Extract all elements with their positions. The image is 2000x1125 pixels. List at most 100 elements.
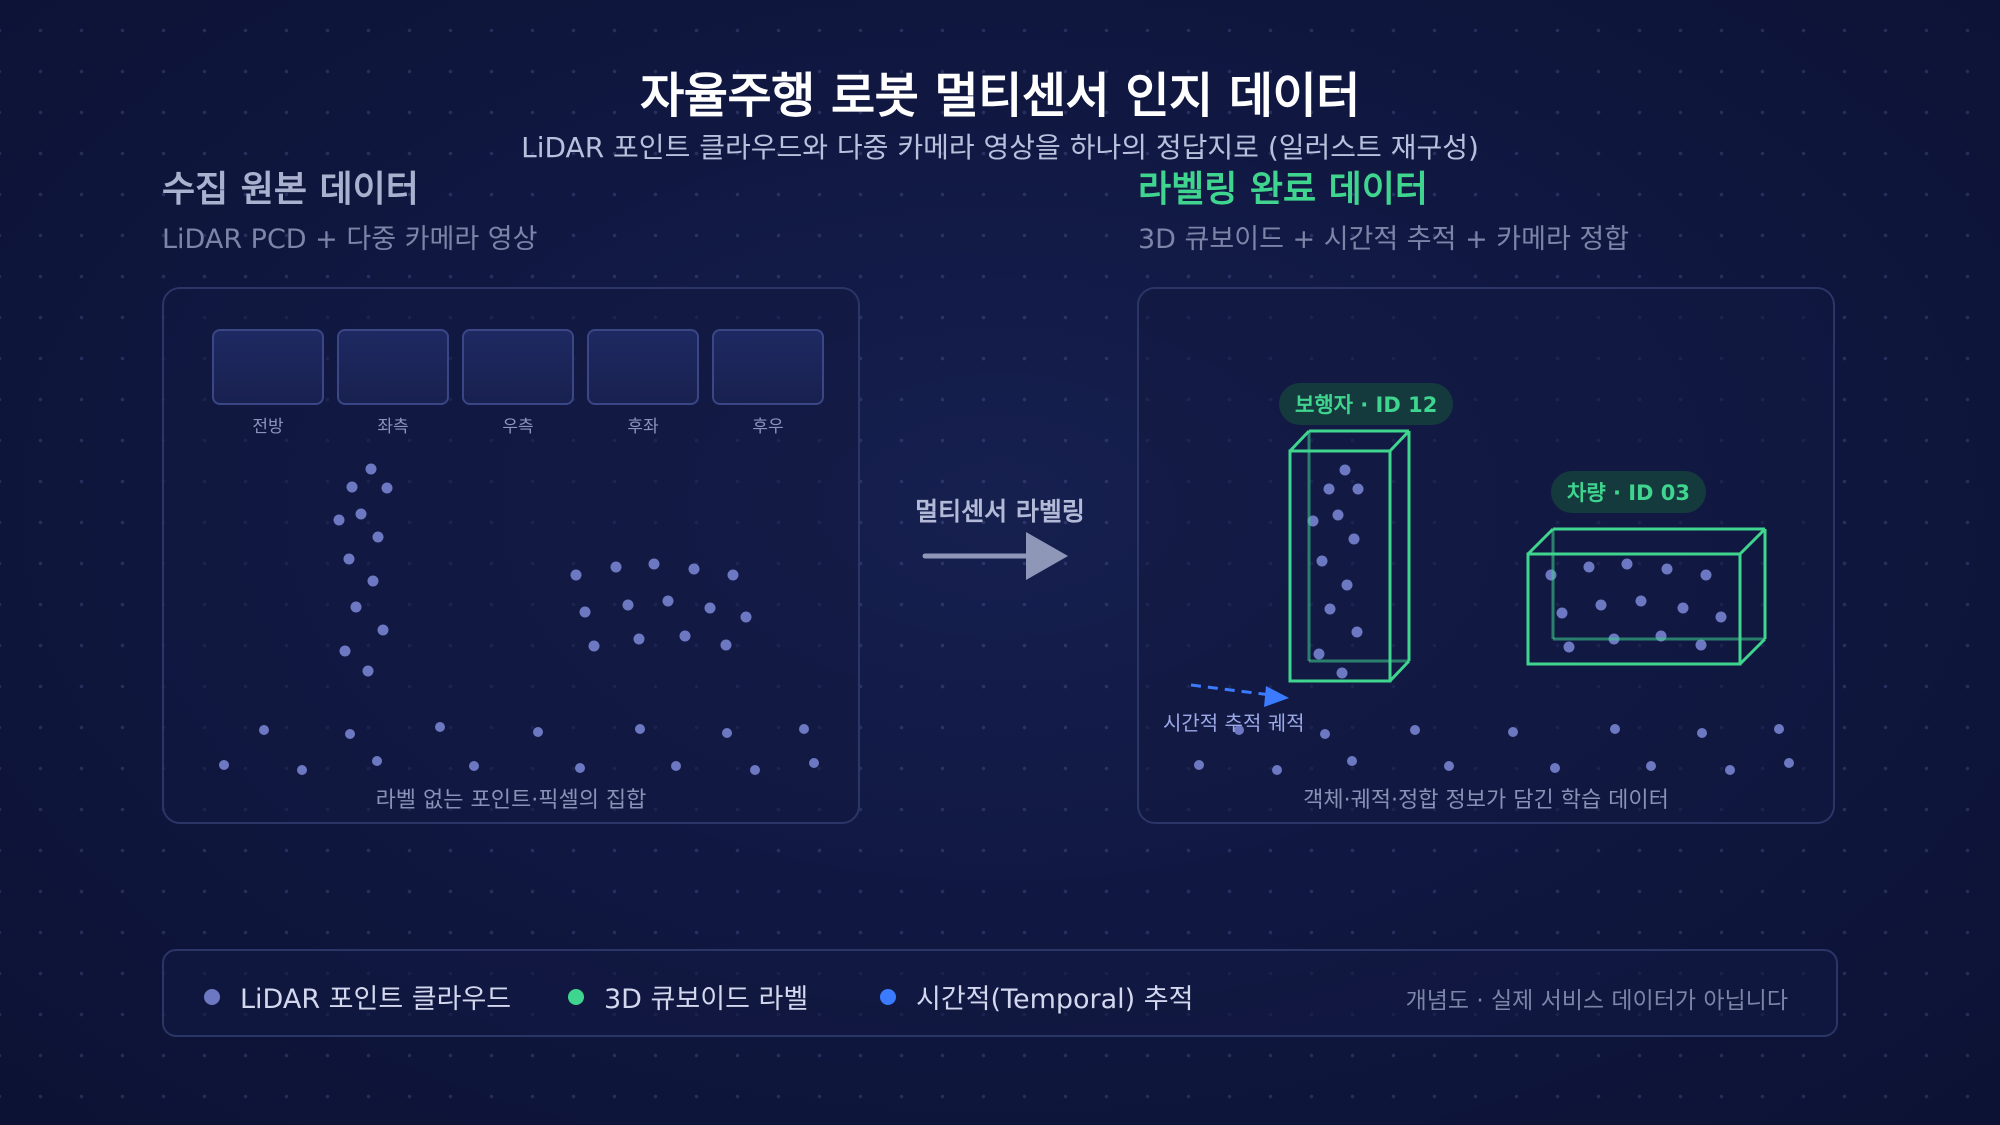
ground-point [1234,725,1244,735]
ground-point [575,763,585,773]
lidar-point [740,611,752,623]
lidar-point [372,531,384,543]
process-arrow-icon [922,532,1068,580]
lidar-point [333,514,345,526]
camera-label-right: 우측 [502,417,534,437]
lidar-point [350,601,362,613]
ground-point [372,756,382,766]
vehicle-point [1583,561,1595,573]
lidar-point [381,482,393,494]
vehicle-point [1556,607,1568,619]
labeled-data-panel: 보행자 · ID 12 차량 · ID 03 시간적 추적 궤적 객체·궤적·정… [1137,287,1835,824]
pedestrian-point [1332,509,1344,521]
pedestrian-point [1313,648,1325,660]
pedestrian-point [1351,626,1363,638]
camera-label-left: 좌측 [377,417,409,437]
lidar-point [355,508,367,520]
pedestrian-point [1316,555,1328,567]
vehicle-point [1661,563,1673,575]
legend: LiDAR 포인트 클라우드 3D 큐보이드 라벨 시간적(Temporal) … [162,949,1838,1037]
ground-point [1347,756,1357,766]
lidar-point-cloud-raw [219,463,819,775]
vehicle-point [1563,641,1575,653]
left-section-subtitle: LiDAR PCD + 다중 카메라 영상 [162,224,538,255]
vehicle-id-tag: 차량 · ID 03 [1551,471,1707,513]
legend-dot-temporal [880,988,896,1005]
lidar-point [343,553,355,565]
legend-label-lidar: LiDAR 포인트 클라우드 [240,984,512,1015]
camera-label-rear-left: 후좌 [627,417,659,437]
process-arrow-label: 멀티센서 라벨링 [915,497,1085,526]
lidar-point [339,645,351,657]
legend-label-cuboid: 3D 큐보이드 라벨 [604,984,809,1015]
legend-item-temporal: 시간적(Temporal) 추적 [880,977,1193,1016]
pedestrian-point [1323,483,1335,495]
raw-data-caption: 라벨 없는 포인트·픽셀의 집합 [375,788,647,813]
legend-dot-cuboid [568,988,584,1005]
ground-point [1774,724,1784,734]
page-title: 자율주행 로봇 멀티센서 인지 데이터 [640,68,1360,124]
ground-point [1550,763,1560,773]
lidar-point [346,481,358,493]
vehicle-point [1677,602,1689,614]
ground-point [799,724,809,734]
ground-point [345,729,355,739]
ground-point [1272,765,1282,775]
ground-point [1320,729,1330,739]
camera-frame-right [462,329,574,405]
vehicle-point [1595,599,1607,611]
labeled-data-caption: 객체·궤적·정합 정보가 담긴 학습 데이터 [1303,788,1669,813]
ground-point [722,728,732,738]
page-subtitle: LiDAR 포인트 클라우드와 다중 카메라 영상을 하나의 정답지로 (일러스… [521,131,1479,164]
ground-point [1610,724,1620,734]
camera-frame-rear-left [587,329,699,405]
legend-item-lidar: LiDAR 포인트 클라우드 [204,977,511,1016]
ground-point [750,765,760,775]
lidar-point [679,630,691,642]
pedestrian-point [1348,533,1360,545]
pedestrian-point [1352,483,1364,495]
temporal-track-arrow [1190,683,1289,707]
lidar-point [610,561,622,573]
lidar-point [588,640,600,652]
ground-point [435,722,445,732]
camera-label-rear-right: 후우 [752,417,784,437]
pedestrian-point [1324,603,1336,615]
lidar-point [570,569,582,581]
labeled-scene [1190,429,1794,775]
ground-point [469,761,479,771]
vehicle-point [1700,569,1712,581]
right-section-subtitle: 3D 큐보이드 + 시간적 추적 + 카메라 정합 [1138,224,1630,255]
ground-point [1194,760,1204,770]
lidar-point [579,606,591,618]
lidar-point [648,558,660,570]
camera-label-front: 전방 [252,417,284,437]
lidar-point [720,639,732,651]
right-section-title: 라벨링 완료 데이터 [1138,169,1429,210]
ground-point [1508,727,1518,737]
ground-point [1444,761,1454,771]
vehicle-point [1545,569,1557,581]
ground-point [1697,728,1707,738]
lidar-point [704,602,716,614]
ground-point [635,724,645,734]
legend-item-cuboid: 3D 큐보이드 라벨 [568,977,808,1016]
ground-point [297,765,307,775]
ground-point [1646,761,1656,771]
lidar-point [688,563,700,575]
pedestrian-point [1341,579,1353,591]
camera-frame-left [337,329,449,405]
pedestrian-cuboid [1288,429,1411,683]
legend-label-temporal: 시간적(Temporal) 추적 [916,984,1194,1015]
legend-disclaimer: 개념도 · 실제 서비스 데이터가 아닙니다 [1405,988,1788,1014]
pedestrian-point [1339,464,1351,476]
left-section-title: 수집 원본 데이터 [162,169,419,210]
vehicle-cuboid [1526,527,1767,666]
lidar-point [377,624,389,636]
ground-point [1410,725,1420,735]
ground-point [809,758,819,768]
ground-point [1784,758,1794,768]
lidar-point [367,575,379,587]
raw-data-panel: 전방 좌측 우측 후좌 후우 라벨 없는 포인트·픽셀의 집합 [162,287,860,824]
ground-point [533,727,543,737]
